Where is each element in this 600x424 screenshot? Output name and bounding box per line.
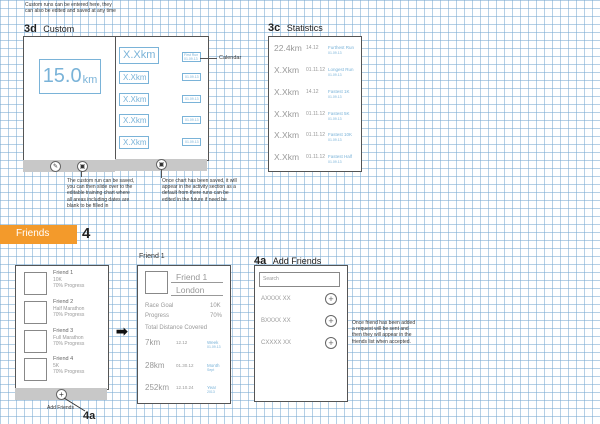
add-friends-label: Add Friends: [47, 405, 74, 411]
custom-note-left: The custom run can be saved, you can the…: [67, 178, 135, 209]
custom-section-label: Custom: [43, 24, 75, 34]
stats-row-3: X.Xkm 14.12 Fastest 1K 01.09.13: [274, 87, 350, 99]
custom-row-3[interactable]: X.Xkm: [119, 93, 149, 106]
add-friend-row-3: CXXXX XX: [261, 340, 292, 346]
friend-detail-avatar: [145, 271, 168, 294]
edit-pencil-icon[interactable]: ✎: [50, 161, 61, 172]
custom-row-5[interactable]: X.Xkm: [119, 136, 149, 149]
stats-row-1: 22.4km 14.12 Furthest Run 01.09.13: [274, 43, 355, 55]
friend-1-avatar: [24, 272, 47, 295]
friend-1-info[interactable]: Friend 1 10K 70% Progress: [53, 270, 85, 289]
add-friends-section-label: Add Friends: [272, 256, 322, 266]
custom-total-unit: km: [82, 73, 98, 86]
friend-4-avatar: [24, 358, 47, 381]
custom-section-number: 3d: [24, 23, 37, 35]
friend-detail-city: London: [176, 285, 205, 295]
friend-detail-heading: Friend 1: [139, 253, 165, 260]
stats-section-title: 3c Statistics: [268, 18, 323, 36]
friend-4-info[interactable]: Friend 4 5K 70% Progress: [53, 356, 85, 375]
stats-section-label: Statistics: [286, 23, 323, 33]
custom-note-right: Once chart has been saved, it will appea…: [162, 178, 237, 203]
friend-3-info[interactable]: Friend 3 Full Marathon 70% Progress: [53, 328, 85, 347]
custom-date-4[interactable]: 01.09.13: [182, 116, 201, 124]
custom-row-1[interactable]: X.Xkm: [119, 47, 159, 64]
add-friends-section-number: 4a: [254, 255, 267, 267]
custom-toolbar-left: [23, 160, 115, 172]
friends-banner-label: Friends: [16, 228, 50, 239]
friends-banner: Friends: [0, 225, 77, 244]
add-friend-3-plus-icon[interactable]: +: [325, 337, 337, 349]
total-distance-label: Total Distance Covered: [145, 325, 208, 331]
race-goal-value: 10K: [210, 303, 221, 309]
custom-section-title: 3d Custom: [24, 19, 74, 37]
note-pointer-right: [161, 169, 162, 178]
top-note: Custom runs can be entered here, they ca…: [25, 2, 116, 15]
add-friend-1-plus-icon[interactable]: +: [325, 293, 337, 305]
distance-row-month: 28km 01.30.12 Month Sept: [145, 361, 220, 372]
add-friend-row-2: BXXXX XX: [261, 318, 291, 324]
friend-2-info[interactable]: Friend 2 Half Marathon 70% Progress: [53, 299, 85, 318]
add-friends-section-title: 4a Add Friends: [254, 251, 321, 269]
progress-label: Progress: [145, 313, 170, 319]
custom-row-2[interactable]: X.Xkm: [119, 71, 149, 84]
custom-date-2[interactable]: 01.09.13: [182, 73, 201, 81]
race-goal-label: Race Goal: [145, 303, 174, 309]
custom-row-4[interactable]: X.Xkm: [119, 114, 149, 127]
friend-detail-name: Friend 1: [176, 272, 208, 282]
add-friend-row-1: AXXXX XX: [261, 296, 291, 302]
add-friends-number: 4a: [83, 410, 96, 422]
save-disk-icon[interactable]: ▣: [77, 161, 88, 172]
calendar-label: Calendar: [219, 55, 242, 61]
friend-detail-city-line: [171, 295, 223, 296]
progress-value: 70%: [210, 313, 223, 319]
stats-row-2: X.Xkm 01.11.12 Longest Run 01.09.13: [274, 65, 354, 77]
custom-date-3[interactable]: 01.09.13: [182, 95, 201, 103]
stats-section-number: 3c: [268, 22, 281, 34]
custom-date-5[interactable]: 01.09.13: [182, 138, 201, 146]
distance-row-week: 7km 12.12 Week 01.09.13: [145, 338, 221, 349]
custom-total-value: 15.0: [42, 65, 82, 87]
friend-search-input[interactable]: Search: [259, 272, 340, 287]
flow-arrow-icon: ➡: [116, 323, 128, 339]
custom-total-display: 15.0 km: [39, 59, 101, 94]
distance-row-year: 252km 12.10.24 Year 2013: [145, 383, 217, 394]
friend-3-avatar: [24, 330, 47, 353]
stats-phone: [268, 36, 362, 172]
add-friends-pointer-line: [63, 397, 86, 412]
add-friends-note: Once friend has been added a request wil…: [352, 320, 416, 345]
add-friends-phone: [254, 265, 348, 402]
friend-2-avatar: [24, 301, 47, 324]
add-friend-2-plus-icon[interactable]: +: [325, 315, 337, 327]
friend-detail-phone: [137, 265, 231, 404]
stats-row-5: X.Xkm 01.11.12 Fastest 10K 01.09.13: [274, 130, 353, 142]
custom-phone-left: [23, 36, 117, 161]
note-pointer-left: [81, 171, 82, 177]
custom-first-date[interactable]: First Run 01.09.13: [182, 52, 201, 62]
calendar-pointer-line: [200, 58, 217, 59]
stats-row-4: X.Xkm 01.11.12 Fastest 5K 01.09.13: [274, 109, 350, 121]
friends-banner-number: 4: [82, 225, 91, 242]
friend-detail-name-line: [171, 282, 223, 283]
add-friend-plus-icon[interactable]: +: [56, 389, 67, 400]
stats-row-6: X.Xkm 01.11.12 Fastest Half 01.09.13: [274, 152, 353, 164]
